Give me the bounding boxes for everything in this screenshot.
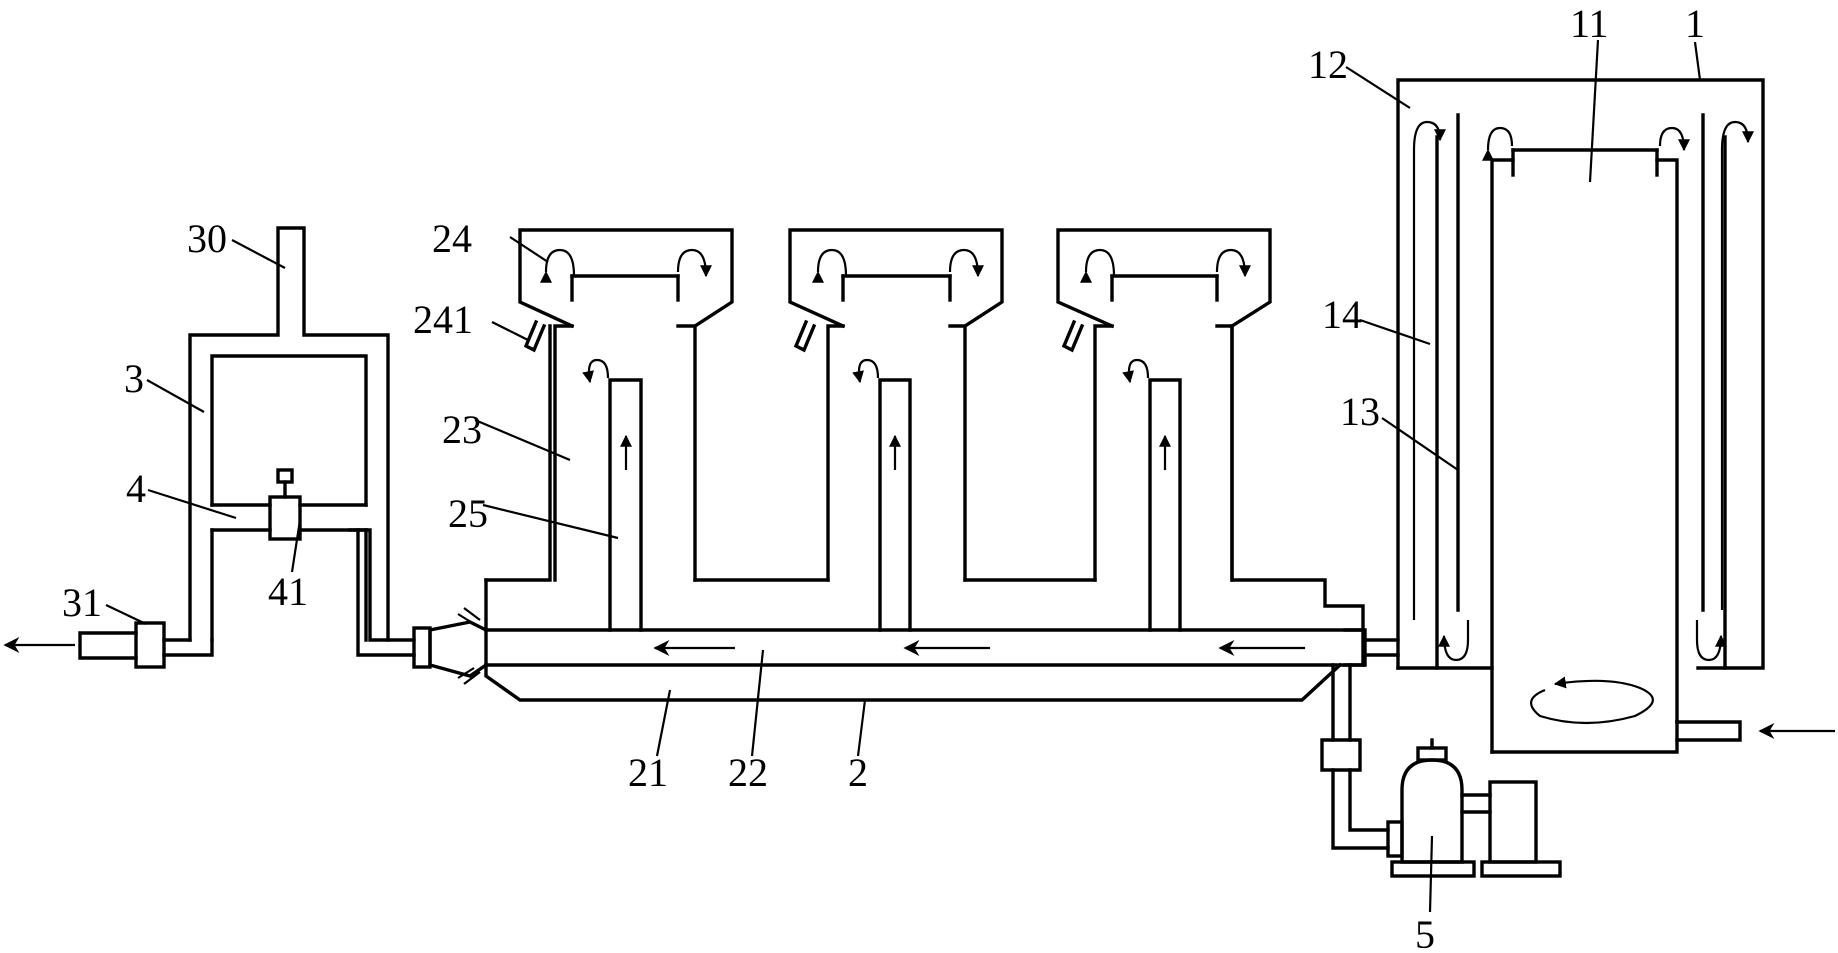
label-25: 25 xyxy=(448,491,488,536)
label-23: 23 xyxy=(442,407,482,452)
riser-flow-arrows xyxy=(539,248,1305,656)
label-1: 1 xyxy=(1685,1,1705,46)
label-3: 3 xyxy=(124,356,144,401)
label-30: 30 xyxy=(187,216,227,261)
pump-5 xyxy=(1331,738,1562,878)
label-4: 4 xyxy=(126,466,146,511)
label-24: 24 xyxy=(432,216,472,261)
riser-column-middle xyxy=(693,228,1004,632)
tank-flow-arrows xyxy=(1412,120,1835,739)
label-22: 22 xyxy=(728,750,768,795)
label-13: 13 xyxy=(1340,389,1380,434)
label-11: 11 xyxy=(1570,1,1609,46)
label-12: 12 xyxy=(1308,42,1348,87)
label-5: 5 xyxy=(1415,912,1435,953)
label-21: 21 xyxy=(628,750,668,795)
leader-lines xyxy=(105,39,1702,913)
loop-pipe-3 xyxy=(3,226,416,669)
part-labels: 1 11 12 14 13 24 241 23 25 30 3 4 41 31 … xyxy=(62,1,1705,953)
riser-column-right xyxy=(963,228,1272,632)
tank-1 xyxy=(1363,78,1765,754)
label-14: 14 xyxy=(1322,292,1362,337)
outlet-connector xyxy=(412,607,489,685)
label-2: 2 xyxy=(848,750,868,795)
label-41: 41 xyxy=(268,569,308,614)
riser-column-left xyxy=(518,228,734,632)
label-31: 31 xyxy=(62,580,102,625)
label-241: 241 xyxy=(413,297,473,342)
